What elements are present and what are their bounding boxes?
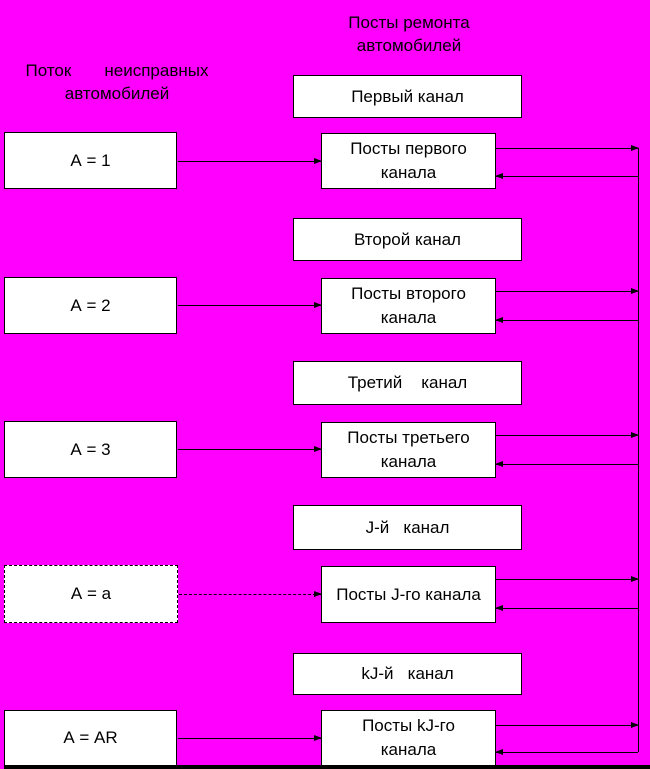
flow-box-ar: А = AR bbox=[4, 710, 177, 766]
arrow-posts-return-1 bbox=[495, 173, 638, 179]
arrow-flow-to-posts-2 bbox=[178, 302, 322, 308]
arrow-flow-to-posts-4-dashed bbox=[179, 591, 322, 597]
arrow-posts-out-5 bbox=[496, 722, 639, 728]
arrow-posts-return-5 bbox=[495, 749, 638, 755]
arrow-posts-out-1 bbox=[496, 145, 639, 151]
channel-header-3: Третий канал bbox=[293, 361, 522, 405]
bottom-border-strip bbox=[4, 765, 650, 769]
posts-box-2: Посты второго канала bbox=[321, 278, 496, 334]
posts-box-4: Посты J-го канала bbox=[321, 566, 496, 623]
flow-column-label: Поток неисправных автомобилей bbox=[25, 61, 209, 103]
arrow-flow-to-posts-5 bbox=[178, 735, 322, 741]
arrow-flow-to-posts-3 bbox=[178, 446, 322, 452]
arrow-posts-out-3 bbox=[496, 432, 639, 438]
posts-box-5: Посты kJ-го канала bbox=[321, 710, 496, 766]
channel-header-4: J-й канал bbox=[293, 505, 522, 550]
arrow-posts-out-4 bbox=[496, 576, 639, 582]
arrow-posts-out-2 bbox=[496, 288, 639, 294]
diagram-title: Посты ремонта автомобилей bbox=[348, 13, 470, 55]
flow-box-a3: А = 3 bbox=[4, 421, 177, 478]
flow-box-aa: А = а bbox=[4, 565, 178, 623]
feedback-trunk-line bbox=[638, 148, 639, 752]
posts-box-1: Посты первого канала bbox=[321, 133, 496, 189]
channel-header-2: Второй канал bbox=[293, 218, 522, 261]
posts-box-3: Посты третьего канала bbox=[321, 422, 496, 478]
flow-box-a2: А = 2 bbox=[4, 277, 177, 334]
arrow-posts-return-3 bbox=[495, 461, 638, 467]
channel-header-1: Первый канал bbox=[293, 75, 522, 118]
arrow-flow-to-posts-1 bbox=[178, 158, 322, 164]
arrow-posts-return-2 bbox=[495, 317, 638, 323]
arrow-posts-return-4 bbox=[495, 605, 638, 611]
flow-box-a1: А = 1 bbox=[4, 132, 177, 189]
channel-header-5: kJ-й канал bbox=[293, 653, 522, 695]
